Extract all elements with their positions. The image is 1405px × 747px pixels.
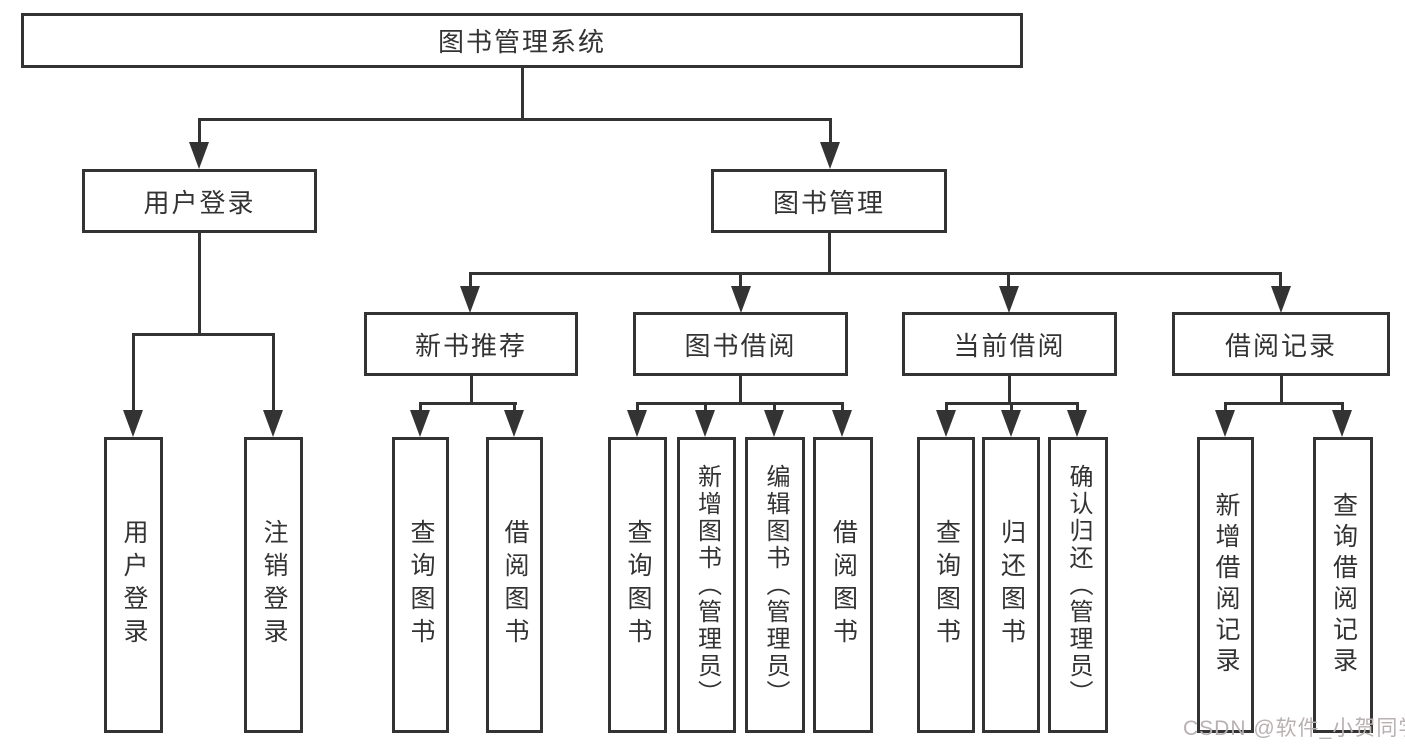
arrow-down-icon (123, 410, 143, 437)
watermark: CSDN @软件_小贺同学 (1183, 717, 1405, 740)
connector-line (704, 402, 707, 414)
connector-line (272, 333, 275, 412)
connector-line (945, 402, 948, 414)
connector-line (419, 402, 422, 414)
arrow-down-icon (1271, 286, 1291, 313)
leaf-borrow-books: 借阅图书 (813, 437, 873, 733)
node-current-borrow: 当前借阅 (902, 312, 1117, 376)
connector-line (198, 118, 832, 121)
connector-line (1224, 402, 1344, 405)
connector-line (739, 374, 742, 405)
leaf-return-book: 归还图书 (982, 437, 1040, 733)
arrow-down-icon (627, 410, 647, 437)
connector-line (1279, 272, 1282, 288)
connector-line (1076, 402, 1079, 414)
leaf-user-login: 用户登录 (104, 437, 163, 733)
node-book-borrow: 图书借阅 (633, 312, 848, 376)
leaf-logout: 注销登录 (244, 437, 303, 733)
connector-line (841, 402, 844, 414)
arrow-down-icon (1332, 410, 1352, 437)
arrow-down-icon (410, 410, 430, 437)
connector-line (636, 402, 639, 414)
leaf-query-books-current: 查询图书 (917, 437, 975, 733)
arrow-down-icon (460, 286, 480, 313)
connector-line (469, 272, 1282, 275)
arrow-down-icon (695, 410, 715, 437)
leaf-add-book-admin: 新增图书（管理员） (677, 437, 736, 733)
arrow-down-icon (731, 286, 751, 313)
arrow-down-icon (263, 410, 283, 437)
arrow-down-icon (1215, 410, 1235, 437)
arrow-down-icon (1001, 410, 1021, 437)
leaf-query-books-recommend: 查询图书 (392, 437, 449, 733)
arrow-down-icon (764, 410, 784, 437)
connector-line (636, 402, 843, 405)
arrow-down-icon (189, 142, 209, 169)
node-borrow-records: 借阅记录 (1172, 312, 1390, 376)
node-new-book-recommend: 新书推荐 (364, 312, 578, 376)
leaf-edit-book-admin: 编辑图书（管理员） (745, 437, 805, 733)
connector-line (1010, 402, 1013, 414)
leaf-add-borrow-record: 新增借阅记录 (1197, 437, 1254, 733)
connector-line (419, 402, 517, 405)
connector-line (1280, 374, 1283, 405)
connector-line (829, 118, 832, 144)
connector-line (773, 402, 776, 414)
arrow-down-icon (1067, 410, 1087, 437)
connector-line (198, 118, 201, 144)
node-user-login: 用户登录 (82, 169, 317, 233)
connector-line (1008, 374, 1011, 405)
node-book-management: 图书管理 (711, 169, 947, 233)
connector-line (470, 374, 473, 405)
leaf-borrow-books-recommend: 借阅图书 (486, 437, 543, 733)
connector-line (1224, 402, 1227, 414)
connector-line (469, 272, 472, 288)
arrow-down-icon (820, 142, 840, 169)
leaf-confirm-return-admin: 确认归还（管理员） (1048, 437, 1108, 733)
connector-line (1007, 272, 1010, 288)
arrow-down-icon (936, 410, 956, 437)
node-root-system: 图书管理系统 (21, 13, 1023, 68)
connector-line (513, 402, 516, 414)
connector-line (739, 272, 742, 288)
connector-line (132, 333, 275, 336)
arrow-down-icon (999, 286, 1019, 313)
leaf-query-borrow-record: 查询借阅记录 (1313, 437, 1373, 733)
connector-line (132, 333, 135, 412)
connector-line (1341, 402, 1344, 414)
connector-line (198, 231, 201, 335)
connector-line (521, 66, 524, 119)
connector-line (828, 231, 831, 274)
arrow-down-icon (832, 410, 852, 437)
leaf-query-books-borrow: 查询图书 (608, 437, 667, 733)
arrow-down-icon (504, 410, 524, 437)
